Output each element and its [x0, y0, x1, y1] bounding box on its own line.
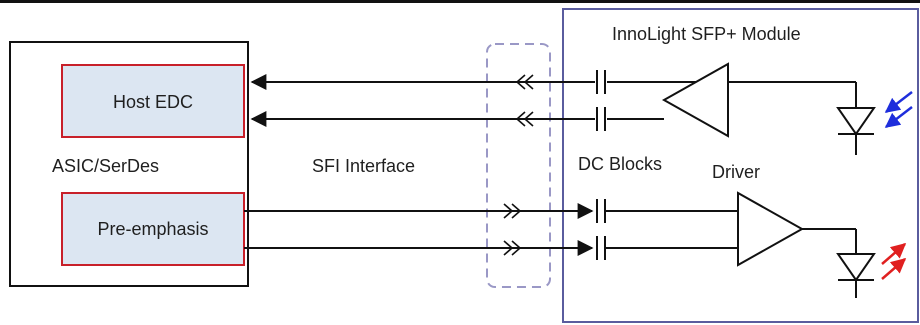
sfi-interface-label: SFI Interface [312, 156, 415, 176]
driver-label: Driver [712, 162, 760, 182]
incoming-light-arrows [884, 91, 913, 128]
transmit-chevron-1 [503, 203, 522, 219]
laser-driver-amplifier [737, 191, 805, 267]
dc-block-capacitor-tx-2 [596, 236, 606, 260]
host-edc-label: Host EDC [113, 92, 193, 112]
dc-block-capacitor-tx-1 [596, 199, 606, 223]
pre-emphasis-box [61, 192, 245, 266]
photodiode-icon [836, 107, 876, 155]
dc-blocks-label: DC Blocks [578, 154, 662, 174]
module-title: InnoLight SFP+ Module [612, 24, 801, 44]
dc-block-capacitor-rx-1 [596, 70, 606, 94]
pre-emphasis-label: Pre-emphasis [97, 219, 208, 239]
transmit-chevron-2 [503, 240, 522, 256]
receive-amplifier [661, 62, 729, 138]
host-edc-box [61, 64, 245, 138]
sfi-boundary-dashed [486, 43, 551, 288]
emitted-light-arrows [881, 243, 907, 280]
dc-block-capacitor-rx-2 [596, 107, 606, 131]
receive-chevron-1 [515, 74, 534, 90]
laser-diode-icon [836, 253, 876, 298]
receive-chevron-2 [515, 111, 534, 127]
asic-serdes-label: ASIC/SerDes [52, 156, 159, 176]
